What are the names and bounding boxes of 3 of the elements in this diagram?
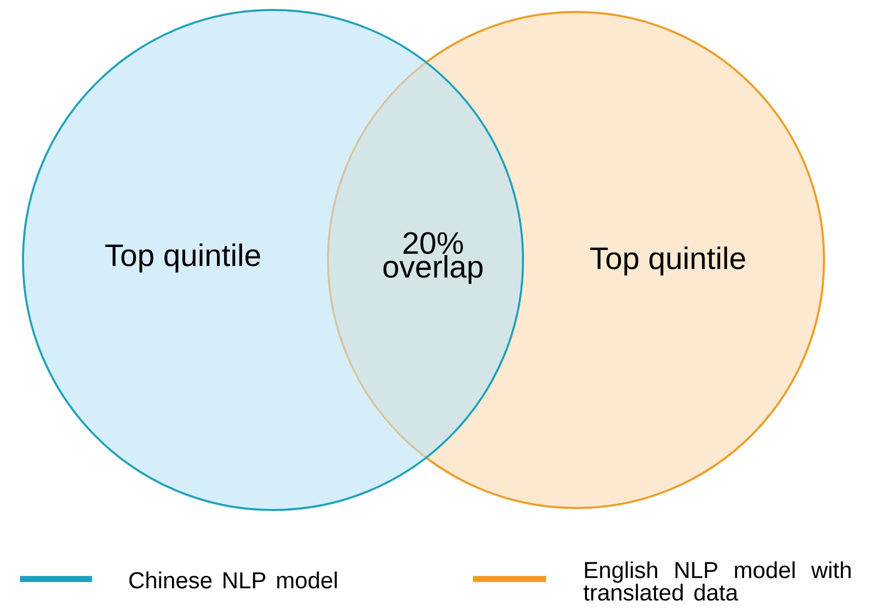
legend-label: Chinese NLP model (129, 572, 337, 588)
legend-label: English NLP model with translated data (584, 561, 851, 601)
overlap-label: 20% overlap (383, 232, 483, 284)
